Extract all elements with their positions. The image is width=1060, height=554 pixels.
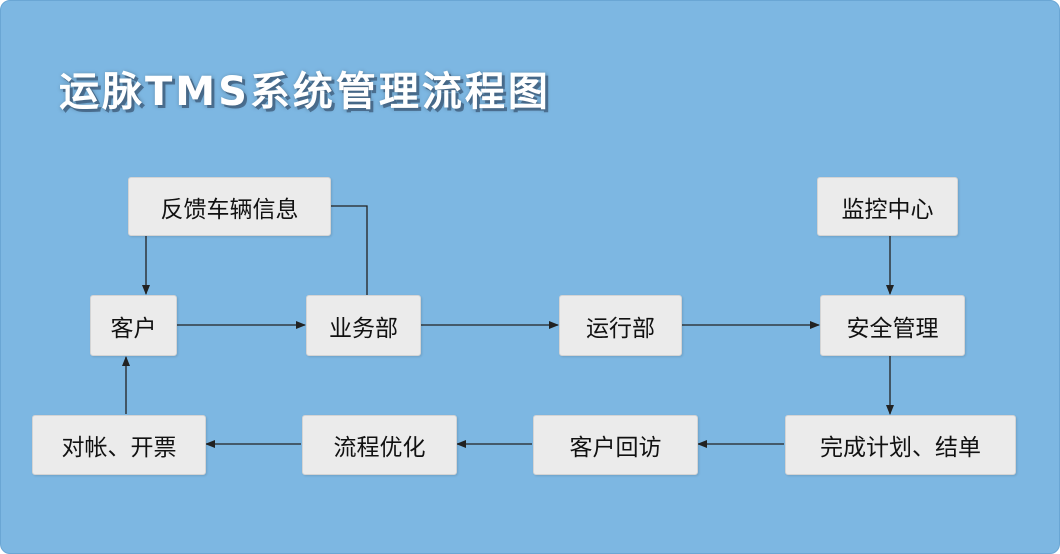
node-safety-management: 安全管理 [820, 295, 965, 356]
diagram-title: 运脉TMS系统管理流程图 [59, 69, 551, 115]
node-process-optimize: 流程优化 [302, 415, 457, 475]
node-operations-dept: 运行部 [559, 295, 682, 356]
node-reconcile-invoice: 对帐、开票 [32, 415, 206, 475]
node-customer: 客户 [90, 295, 177, 356]
node-customer-visit: 客户回访 [533, 415, 698, 475]
node-plan-complete: 完成计划、结单 [785, 415, 1016, 475]
node-monitoring-center: 监控中心 [817, 177, 958, 236]
edge-business-to-feedback [331, 205, 368, 295]
node-business-dept: 业务部 [306, 295, 421, 356]
node-feedback-vehicle-info: 反馈车辆信息 [128, 177, 331, 236]
